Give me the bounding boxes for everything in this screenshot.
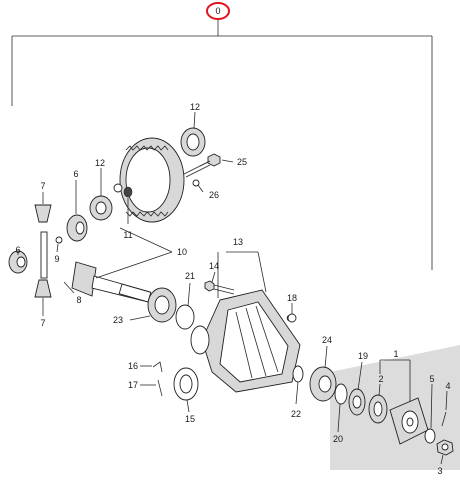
- group-highlight-circle[interactable]: [206, 2, 230, 20]
- callout-23: 23: [113, 315, 123, 325]
- spring-pin-16[interactable]: [152, 361, 163, 373]
- nut-3[interactable]: [436, 439, 454, 456]
- callout-12-lower: 12: [95, 158, 105, 168]
- retainer-15[interactable]: [173, 367, 199, 401]
- drive-pinion-10[interactable]: [71, 261, 152, 303]
- washer-5[interactable]: [424, 428, 436, 444]
- carrier-housing-13[interactable]: [190, 289, 301, 393]
- callout-5: 5: [429, 374, 434, 384]
- washer-26[interactable]: [192, 179, 200, 187]
- callout-17: 17: [128, 380, 138, 390]
- group-bracket: [11, 20, 433, 270]
- callout-7-upper: 7: [40, 181, 45, 191]
- callout-11: 11: [123, 230, 132, 240]
- callout-15: 15: [185, 414, 195, 424]
- callout-6-lower: 6: [15, 245, 20, 255]
- bearing-12-upper[interactable]: [180, 127, 206, 157]
- bearing-24[interactable]: [309, 366, 337, 402]
- callout-1: 1: [393, 349, 398, 359]
- callout-labels: 1 2 3 4 5 6 6 7 7 8 9 10 11 12 12 13 14 …: [15, 102, 450, 476]
- pinion-gear-7-upper[interactable]: [34, 204, 52, 223]
- callout-26: 26: [209, 190, 219, 200]
- shim-20[interactable]: [334, 383, 348, 405]
- callout-7-lower: 7: [40, 318, 45, 328]
- pinion-gear-7-lower[interactable]: [34, 279, 52, 298]
- callout-9: 9: [54, 254, 59, 264]
- cotter-pin-4[interactable]: [441, 411, 447, 427]
- callout-3: 3: [437, 466, 442, 476]
- callout-19: 19: [358, 351, 368, 361]
- callout-2: 2: [378, 374, 383, 384]
- bolt-14[interactable]: [204, 280, 235, 295]
- callout-12-upper: 12: [190, 102, 200, 112]
- callout-21: 21: [185, 271, 195, 281]
- pin-9[interactable]: [55, 236, 63, 244]
- bearing-12-lower[interactable]: [89, 195, 113, 221]
- callout-8: 8: [76, 295, 81, 305]
- callout-4: 4: [445, 381, 450, 391]
- group-label: 0: [215, 6, 220, 16]
- callout-18: 18: [287, 293, 297, 303]
- callout-24: 24: [322, 335, 332, 345]
- callout-10: 10: [177, 247, 187, 257]
- oring-21[interactable]: [175, 304, 195, 330]
- pinion-shaft-8[interactable]: [40, 231, 48, 279]
- callout-16: 16: [128, 361, 138, 371]
- bearing-23[interactable]: [147, 287, 177, 323]
- seal-19[interactable]: [348, 388, 366, 416]
- callout-25: 25: [237, 157, 247, 167]
- oring-22[interactable]: [292, 365, 304, 383]
- side-gear-6-upper[interactable]: [66, 214, 88, 242]
- plug-18[interactable]: [287, 313, 297, 323]
- dowel-pin-17[interactable]: [157, 379, 163, 397]
- bolt-25[interactable]: [183, 153, 221, 178]
- callout-22: 22: [291, 409, 301, 419]
- seal-2[interactable]: [368, 394, 388, 424]
- leader-lines: [17, 111, 448, 465]
- callout-13: 13: [233, 237, 243, 247]
- side-gear-6-lower[interactable]: [8, 250, 28, 274]
- callout-6-upper: 6: [73, 169, 78, 179]
- ring-gear[interactable]: [113, 137, 185, 223]
- callout-14: 14: [209, 261, 219, 271]
- callout-20: 20: [333, 434, 343, 444]
